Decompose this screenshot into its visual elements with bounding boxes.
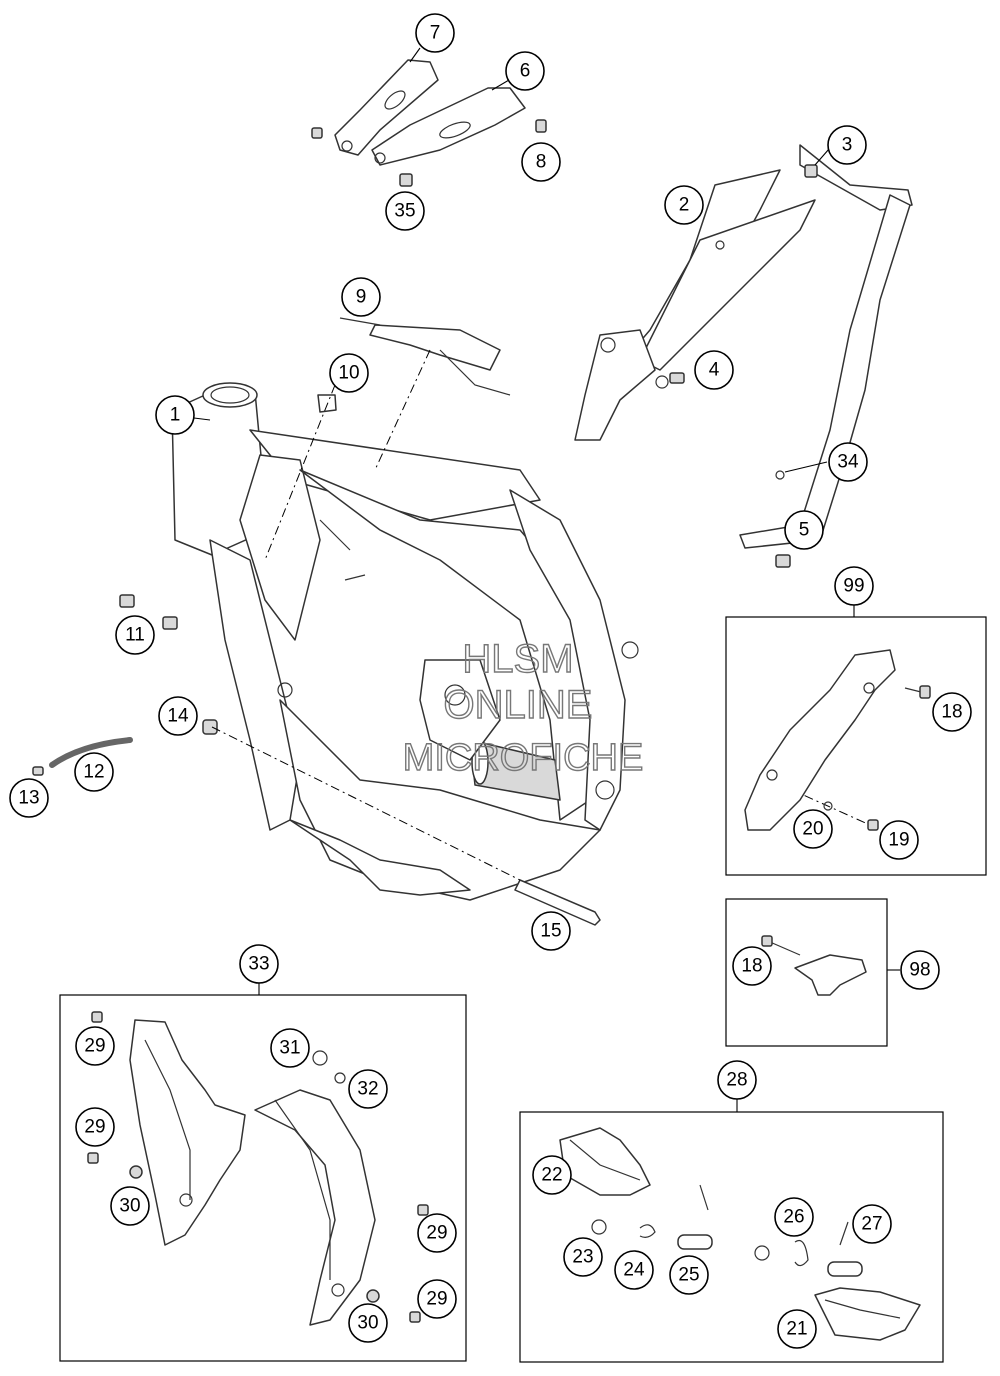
- callout-35[interactable]: 35: [385, 191, 425, 231]
- svg-text:29: 29: [84, 1117, 105, 1138]
- callout-22[interactable]: 22: [532, 1155, 572, 1195]
- svg-text:24: 24: [623, 1260, 645, 1281]
- callout-30-b[interactable]: 30: [348, 1303, 388, 1343]
- callout-7[interactable]: 7: [415, 13, 455, 53]
- watermark-line-3: MICROFICHE: [403, 737, 644, 779]
- callout-13[interactable]: 13: [9, 778, 49, 818]
- callout-3[interactable]: 3: [827, 125, 867, 165]
- svg-text:23: 23: [572, 1247, 593, 1268]
- callout-1[interactable]: 1: [155, 395, 195, 435]
- svg-text:2: 2: [679, 195, 690, 216]
- callout-12[interactable]: 12: [74, 752, 114, 792]
- svg-text:3: 3: [842, 135, 853, 156]
- callout-4[interactable]: 4: [694, 350, 734, 390]
- svg-text:31: 31: [279, 1038, 300, 1059]
- callout-98[interactable]: 98: [900, 950, 940, 990]
- box-33: [59, 994, 467, 1362]
- callout-14[interactable]: 14: [158, 696, 198, 736]
- svg-text:30: 30: [119, 1196, 140, 1217]
- svg-text:15: 15: [540, 921, 561, 942]
- callout-28[interactable]: 28: [717, 1060, 757, 1100]
- svg-text:29: 29: [84, 1036, 105, 1057]
- svg-text:35: 35: [394, 201, 415, 222]
- callout-32[interactable]: 32: [348, 1069, 388, 1109]
- svg-text:28: 28: [726, 1070, 747, 1091]
- svg-text:99: 99: [843, 576, 864, 597]
- svg-text:13: 13: [18, 788, 39, 809]
- svg-text:18: 18: [741, 956, 762, 977]
- svg-text:11: 11: [125, 625, 145, 646]
- svg-text:26: 26: [783, 1207, 804, 1228]
- svg-text:29: 29: [426, 1289, 447, 1310]
- callouts: 7 6 3 8 2 35 9 4 10 1 34 5 99 11 18 14 1…: [9, 13, 972, 1349]
- svg-text:29: 29: [426, 1223, 447, 1244]
- svg-text:32: 32: [357, 1079, 378, 1100]
- callout-2[interactable]: 2: [664, 185, 704, 225]
- svg-text:4: 4: [709, 360, 720, 381]
- svg-text:10: 10: [338, 363, 359, 384]
- svg-text:30: 30: [357, 1313, 378, 1334]
- assembly-lines: [211, 349, 871, 881]
- callout-29-b[interactable]: 29: [75, 1107, 115, 1147]
- callout-21[interactable]: 21: [777, 1309, 817, 1349]
- callout-34[interactable]: 34: [828, 442, 868, 482]
- svg-text:22: 22: [541, 1165, 562, 1186]
- svg-text:20: 20: [802, 819, 823, 840]
- frame-guard-cable: [317, 317, 511, 413]
- callout-15[interactable]: 15: [531, 911, 571, 951]
- callout-20[interactable]: 20: [793, 809, 833, 849]
- callout-99[interactable]: 99: [834, 566, 874, 606]
- svg-text:98: 98: [909, 960, 930, 981]
- svg-text:8: 8: [536, 152, 547, 173]
- engine-brackets: [311, 59, 547, 187]
- box-99: [725, 616, 987, 876]
- callout-8[interactable]: 8: [521, 142, 561, 182]
- svg-text:7: 7: [430, 23, 441, 44]
- callout-31[interactable]: 31: [270, 1028, 310, 1068]
- svg-text:14: 14: [167, 706, 189, 727]
- svg-text:6: 6: [520, 61, 531, 82]
- svg-text:1: 1: [170, 405, 181, 426]
- svg-text:12: 12: [83, 762, 104, 783]
- rear-subframe: [574, 144, 913, 549]
- box-28: [519, 1111, 944, 1363]
- svg-text:25: 25: [678, 1265, 699, 1286]
- svg-text:33: 33: [248, 954, 269, 975]
- callout-24[interactable]: 24: [614, 1250, 654, 1290]
- watermark: HLSM ONLINE MICROFICHE: [402, 636, 644, 779]
- callout-19[interactable]: 19: [879, 820, 919, 860]
- svg-text:27: 27: [861, 1214, 882, 1235]
- svg-text:21: 21: [786, 1319, 807, 1340]
- svg-text:18: 18: [941, 702, 962, 723]
- svg-text:9: 9: [356, 287, 367, 308]
- svg-text:19: 19: [888, 830, 909, 851]
- callout-10[interactable]: 10: [329, 353, 369, 393]
- watermark-line-2: ONLINE: [444, 683, 593, 727]
- callout-11[interactable]: 11: [115, 615, 155, 655]
- svg-text:5: 5: [799, 520, 810, 541]
- callout-30-a[interactable]: 30: [110, 1186, 150, 1226]
- watermark-line-1: HLSM: [462, 637, 573, 681]
- callout-5[interactable]: 5: [784, 510, 824, 550]
- box-98: [725, 898, 888, 1047]
- leader-lines: [193, 47, 900, 1112]
- callout-9[interactable]: 9: [341, 277, 381, 317]
- main-frame: [171, 382, 639, 901]
- callout-27[interactable]: 27: [852, 1204, 892, 1244]
- callout-33[interactable]: 33: [239, 944, 279, 984]
- callout-23[interactable]: 23: [563, 1237, 603, 1277]
- callout-18-b[interactable]: 18: [732, 946, 772, 986]
- svg-text:34: 34: [837, 452, 859, 473]
- callout-29-c[interactable]: 29: [417, 1213, 457, 1253]
- callout-18-a[interactable]: 18: [932, 692, 972, 732]
- callout-29-a[interactable]: 29: [75, 1026, 115, 1066]
- callout-25[interactable]: 25: [669, 1255, 709, 1295]
- callout-6[interactable]: 6: [505, 51, 545, 91]
- callout-29-d[interactable]: 29: [417, 1279, 457, 1319]
- callout-26[interactable]: 26: [774, 1197, 814, 1237]
